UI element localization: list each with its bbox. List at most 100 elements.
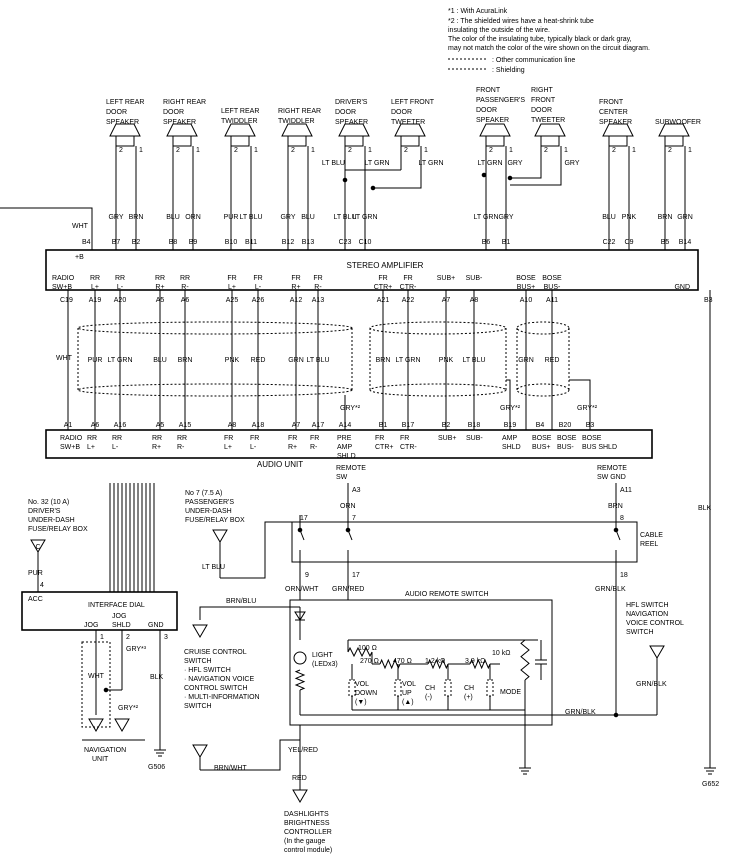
switch-label: VOL: [355, 681, 369, 688]
terminal-label: SHLD: [337, 453, 356, 460]
shield-outline: [369, 383, 507, 397]
navigation-connector-icon: [114, 718, 130, 732]
switch-label: DOWN: [355, 690, 377, 697]
terminal-label: FR: [400, 435, 409, 442]
junction-dot: [297, 527, 303, 533]
terminal-label: GND: [674, 284, 690, 291]
pin-label: A3: [352, 487, 361, 494]
terminal-label: AMP: [502, 435, 518, 442]
navigation-connector-icon: [88, 718, 104, 732]
speaker-icon: [534, 123, 566, 137]
connector-triangle-icon: [192, 744, 208, 758]
pin-label: A6: [91, 422, 100, 429]
wire-color-label: ORN/WHT: [285, 586, 319, 593]
pin-label: 1: [632, 147, 636, 154]
shield-outline: [77, 321, 353, 335]
terminal-label: RADIO: [60, 435, 83, 442]
wire-color-label: GRN: [518, 357, 534, 364]
terminal-label: ACC: [28, 596, 43, 603]
wire-color-label: BRN: [658, 214, 673, 221]
terminal-label: L+: [87, 444, 95, 451]
fuse-label: No. 32 (10 A): [28, 499, 69, 506]
wire-color-label: ORN: [340, 503, 356, 510]
pin-label: A5: [156, 422, 165, 429]
pin-label: B4: [536, 422, 545, 429]
switch-label: CH: [425, 685, 435, 692]
wire-color-label: BRN: [178, 357, 193, 364]
switch-list-label: · MULTI-INFORMATION: [184, 694, 260, 701]
terminal-label: FR: [224, 435, 233, 442]
fuse-label: UNDER-DASH: [185, 508, 232, 515]
hfl-switch-label: HFL SWITCH: [626, 602, 669, 609]
speaker-label: PASSENGER'S: [476, 97, 525, 104]
wire-color-label: RED: [292, 775, 307, 782]
terminal-label: RR: [152, 435, 162, 442]
terminal-label: R-: [177, 444, 185, 451]
pin-label: B3: [586, 422, 595, 429]
terminal-label: BOSE: [516, 275, 536, 282]
wire-color-label: RED: [251, 357, 266, 364]
wire-color-label: ORN: [185, 214, 201, 221]
terminal-label: RR: [177, 435, 187, 442]
terminal-label: SW+B: [52, 284, 72, 291]
terminal-label: FR: [313, 275, 322, 282]
pin-label: 1: [196, 147, 200, 154]
wire-color-label: LT GRN: [364, 160, 389, 167]
pin-label: B1: [379, 422, 388, 429]
navigation-unit-label: UNIT: [92, 756, 109, 763]
speaker-icon: [479, 123, 511, 137]
terminal-label: RR: [115, 275, 125, 282]
wire-color-label: LT BLU: [306, 357, 329, 364]
pin-label: 2: [404, 147, 408, 154]
wire-color-label: LT BLU: [333, 214, 356, 221]
wire-color-label: BRN: [376, 357, 391, 364]
speaker-label: DOOR: [476, 107, 497, 114]
wire-color-label: BRN: [608, 503, 623, 510]
wire-color-label: RED: [545, 357, 560, 364]
switch-list-label: CONTROL SWITCH: [184, 685, 248, 692]
wire-color-label: GRY: [507, 160, 522, 167]
terminal-label: BOSE: [557, 435, 577, 442]
terminal-label: FR: [310, 435, 319, 442]
terminal-label: FR: [250, 435, 259, 442]
stereo-amplifier-box: [45, 249, 699, 291]
pin-label: B1: [502, 239, 511, 246]
speaker-label: CENTER: [599, 109, 628, 116]
note-text: insulating the outside of the wire.: [448, 27, 550, 34]
resistor-label: 10 kΩ: [492, 650, 510, 657]
wire-color-label: LT BLU: [322, 160, 345, 167]
resistor-label: 470 Ω: [393, 658, 412, 665]
speaker-label: SPEAKER: [599, 119, 632, 126]
pin-label: A17: [312, 422, 325, 429]
speaker-label: TWEETER: [391, 119, 425, 126]
speaker-icon: [281, 123, 313, 137]
terminal-label: RR: [90, 275, 100, 282]
pin-label: 7: [352, 515, 356, 522]
wire-color-label: BRN: [129, 214, 144, 221]
wire-color-label: BRN/BLU: [226, 598, 256, 605]
connector-triangle-icon: [649, 645, 665, 659]
pin-label: 1: [424, 147, 428, 154]
audio-remote-switch-title: AUDIO REMOTE SWITCH: [405, 591, 489, 598]
cable-reel-label: REEL: [640, 541, 658, 548]
speaker-icon: [400, 135, 420, 147]
speaker-label: LEFT REAR: [106, 99, 144, 106]
fuse-label: No 7 (7.5 A): [185, 490, 222, 497]
terminal-label: AMP: [337, 444, 353, 451]
pin-label: 17: [352, 572, 360, 579]
resistor-icon: [347, 646, 373, 658]
resistor-label: 100 Ω: [358, 645, 377, 652]
terminal-label: CTR+: [374, 284, 392, 291]
pin-label: 2: [234, 147, 238, 154]
switch-list-label: SWITCH: [184, 658, 212, 665]
terminal-label: JOG: [112, 613, 126, 620]
terminal-label: BOSE: [582, 435, 602, 442]
speaker-label: SPEAKER: [335, 119, 368, 126]
pin-label: 1: [688, 147, 692, 154]
wire-color-label: BLK: [150, 674, 164, 681]
pin-label: C23: [339, 239, 352, 246]
wire-color-label: WHT: [88, 673, 105, 680]
hfl-switch-label: VOICE CONTROL: [626, 620, 684, 627]
pin-label: B12: [282, 239, 295, 246]
audio-unit-box: [45, 429, 653, 459]
